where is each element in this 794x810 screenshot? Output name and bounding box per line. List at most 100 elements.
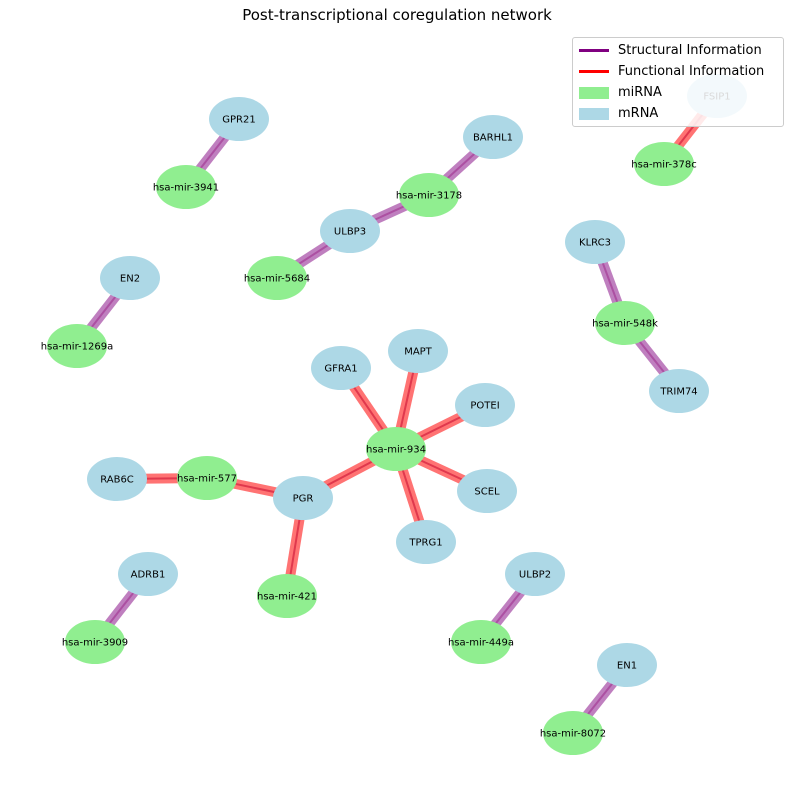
legend-label-functional: Functional Information — [618, 64, 765, 79]
legend-item-functional: Functional Information — [579, 61, 779, 82]
mrna-node-shape — [273, 476, 333, 520]
node-hsa-mir-421: hsa-mir-421 — [257, 574, 317, 618]
legend-swatch-structural — [579, 49, 609, 52]
node-label: hsa-mir-8072 — [540, 729, 606, 740]
node-barhl1: BARHL1 — [463, 115, 523, 159]
legend-label-mirna: miRNA — [618, 85, 662, 100]
mirna-node-shape — [634, 142, 694, 186]
node-label: hsa-mir-421 — [257, 592, 317, 603]
node-ulbp2: ULBP2 — [505, 552, 565, 596]
node-label: GFRA1 — [324, 364, 357, 375]
mirna-node-shape — [247, 256, 307, 300]
legend-swatch-functional — [579, 70, 609, 73]
node-tprg1: TPRG1 — [396, 520, 456, 564]
node-hsa-mir-3178: hsa-mir-3178 — [396, 173, 462, 217]
mrna-node-shape — [565, 220, 625, 264]
legend-label-mrna: mRNA — [618, 106, 659, 121]
node-label: GPR21 — [222, 115, 255, 126]
mirna-node-shape — [65, 620, 125, 664]
node-hsa-mir-1269a: hsa-mir-1269a — [41, 324, 113, 368]
legend-swatch-mrna — [579, 107, 609, 120]
legend-swatch-mirna — [579, 86, 609, 99]
mrna-node-shape — [505, 552, 565, 596]
node-label: RAB6C — [100, 475, 134, 486]
node-label: hsa-mir-3941 — [153, 183, 219, 194]
mrna-node-shape — [455, 383, 515, 427]
mrna-node-shape — [311, 346, 371, 390]
node-label: hsa-mir-5684 — [244, 274, 310, 285]
node-label: PGR — [293, 494, 314, 505]
node-label: hsa-mir-1269a — [41, 342, 113, 353]
mrna-node-shape — [209, 97, 269, 141]
mirna-node-shape — [451, 620, 511, 664]
node-label: hsa-mir-548k — [592, 319, 658, 330]
mirna-node-shape — [156, 165, 216, 209]
node-gfra1: GFRA1 — [311, 346, 371, 390]
node-label: hsa-mir-378c — [631, 160, 696, 171]
node-hsa-mir-3909: hsa-mir-3909 — [62, 620, 128, 664]
mrna-node-shape — [388, 329, 448, 373]
nodes-layer: GPR21 hsa-mir-3941 BARHL1 hsa-mir-3178ULBP3… — [41, 74, 747, 755]
node-scel: SCEL — [457, 469, 517, 513]
node-ulbp3: ULBP3 — [320, 209, 380, 253]
graph-title: Post-transcriptional coregulation networ… — [242, 6, 552, 24]
node-hsa-mir-3941: hsa-mir-3941 — [153, 165, 219, 209]
node-label: SCEL — [474, 487, 500, 498]
node-label: MAPT — [404, 347, 432, 358]
node-label: BARHL1 — [473, 133, 513, 144]
mrna-node-shape — [320, 209, 380, 253]
node-label: ULBP3 — [334, 227, 366, 238]
node-hsa-mir-5684: hsa-mir-5684 — [244, 256, 310, 300]
node-label: TRIM74 — [659, 387, 697, 398]
node-trim74: TRIM74 — [649, 369, 709, 413]
node-label: hsa-mir-577 — [177, 474, 237, 485]
mrna-node-shape — [100, 256, 160, 300]
mrna-node-shape — [457, 469, 517, 513]
legend-label-structural: Structural Information — [618, 43, 762, 58]
mirna-node-shape — [543, 711, 603, 755]
node-rab6c: RAB6C — [87, 457, 147, 501]
mirna-node-shape — [595, 301, 655, 345]
node-en1: EN1 — [597, 643, 657, 687]
mrna-node-shape — [463, 115, 523, 159]
node-klrc3: KLRC3 — [565, 220, 625, 264]
mrna-node-shape — [396, 520, 456, 564]
node-hsa-mir-449a: hsa-mir-449a — [448, 620, 514, 664]
node-hsa-mir-548k: hsa-mir-548k — [592, 301, 658, 345]
mirna-node-shape — [257, 574, 317, 618]
node-mapt: MAPT — [388, 329, 448, 373]
mirna-node-shape — [47, 324, 107, 368]
node-label: hsa-mir-449a — [448, 638, 514, 649]
mirna-node-shape — [177, 456, 237, 500]
mrna-node-shape — [118, 552, 178, 596]
mrna-node-shape — [597, 643, 657, 687]
node-hsa-mir-378c: hsa-mir-378c — [631, 142, 697, 186]
mrna-node-shape — [649, 369, 709, 413]
legend: Structural Information Functional Inform… — [572, 37, 784, 127]
node-label: hsa-mir-934 — [366, 445, 426, 456]
mirna-node-shape — [399, 173, 459, 217]
node-adrb1: ADRB1 — [118, 552, 178, 596]
node-label: EN2 — [120, 274, 140, 285]
legend-item-mrna: mRNA — [579, 103, 779, 124]
node-label: ADRB1 — [131, 570, 166, 581]
node-label: hsa-mir-3178 — [396, 191, 462, 202]
node-label: ULBP2 — [519, 570, 551, 581]
legend-item-structural: Structural Information — [579, 40, 779, 61]
node-en2: EN2 — [100, 256, 160, 300]
node-label: POTEI — [470, 401, 499, 412]
node-potei: POTEI — [455, 383, 515, 427]
node-pgr: PGR — [273, 476, 333, 520]
legend-item-mirna: miRNA — [579, 82, 779, 103]
node-gpr21: GPR21 — [209, 97, 269, 141]
node-hsa-mir-934: hsa-mir-934 — [366, 427, 426, 471]
node-label: hsa-mir-3909 — [62, 638, 128, 649]
node-label: TPRG1 — [408, 538, 442, 549]
node-label: KLRC3 — [579, 238, 611, 249]
mirna-node-shape — [366, 427, 426, 471]
node-label: EN1 — [617, 661, 637, 672]
node-hsa-mir-8072: hsa-mir-8072 — [540, 711, 606, 755]
node-hsa-mir-577: hsa-mir-577 — [177, 456, 237, 500]
mrna-node-shape — [87, 457, 147, 501]
